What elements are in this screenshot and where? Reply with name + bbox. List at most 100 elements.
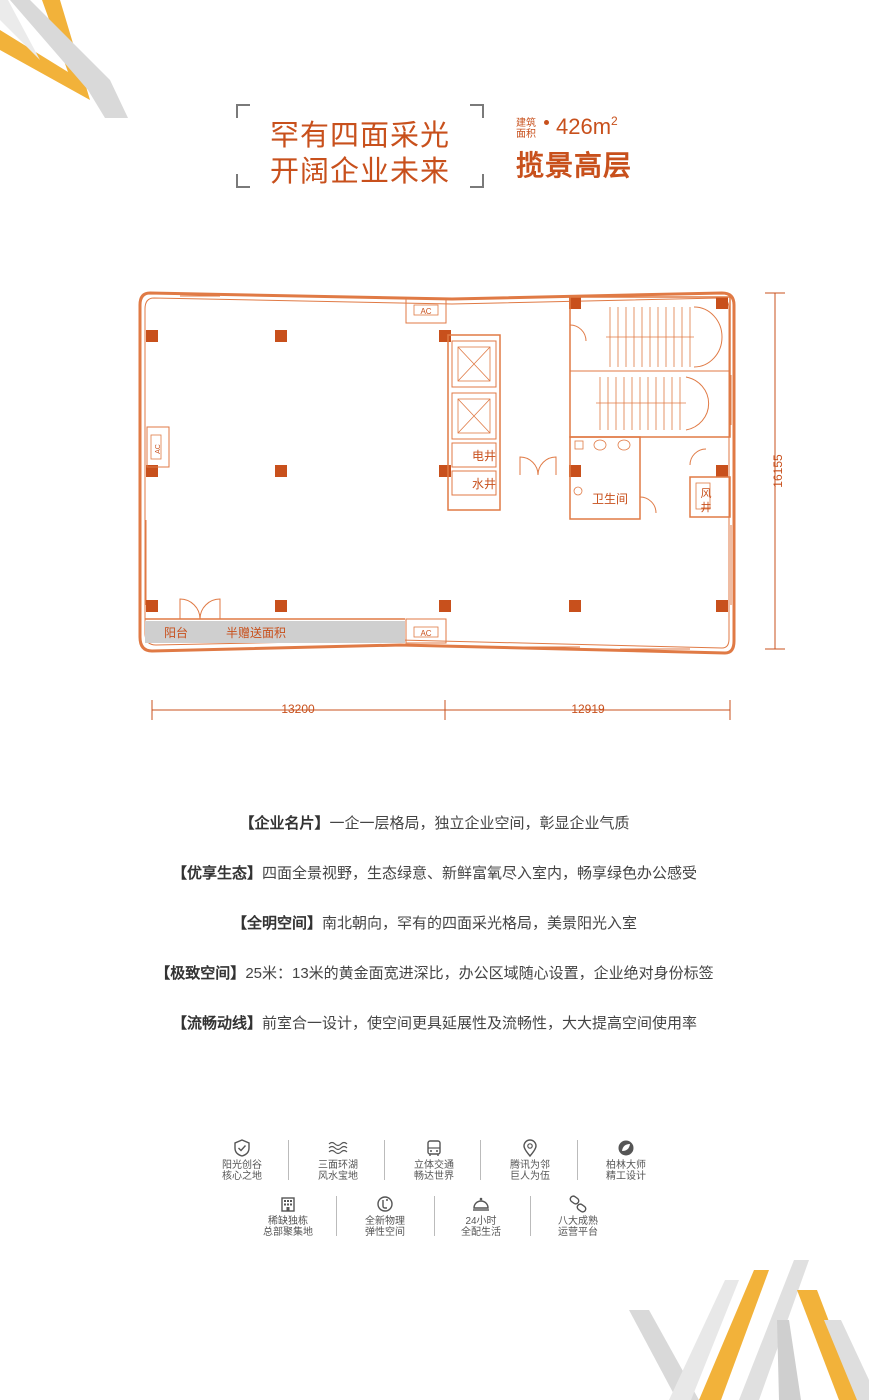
highlight-item: 三面环湖 风水宝地 [298, 1138, 378, 1182]
bracket-bottom-right [470, 174, 484, 188]
stairwell [569, 296, 731, 438]
elec-shaft-label: 电井 [472, 449, 496, 463]
elevator-2 [451, 392, 497, 440]
flexible-space-icon [377, 1196, 393, 1212]
balcony-door [179, 598, 221, 620]
area-unit: m [592, 114, 612, 139]
divider [577, 1140, 578, 1180]
ac-unit-top [405, 298, 447, 324]
feature-item: 【流畅动线】前室合一设计，使空间更具延展性及流畅性，大大提高空间使用率 [0, 1012, 869, 1033]
highlight-line-2: 核心之地 [222, 1171, 262, 1182]
dimension-left-width: 13200 [281, 702, 315, 716]
ac-label-top: AC [420, 307, 431, 316]
highlight-line-1: 三面环湖 [318, 1160, 358, 1171]
area-dot [544, 120, 549, 125]
highlight-line-2: 全配生活 [461, 1227, 501, 1238]
half-area-label: 半赠送面积 [226, 625, 286, 640]
headline-line-2: 开阔企业未来 [269, 156, 450, 188]
inner-wall [144, 297, 730, 649]
corner-stripes-bottom-right [629, 1260, 869, 1400]
stair-treads-top [606, 307, 694, 367]
area-tagline: 揽景高层 [516, 150, 633, 181]
elec-shaft [451, 442, 497, 468]
bracket-top-right [470, 104, 484, 118]
feature-text: 前室合一设计，使空间更具延展性及流畅性，大大提高空间使用率 [262, 1015, 698, 1032]
area-unit-power: 2 [611, 114, 618, 128]
highlight-item: 全新物理 弹性空间 [345, 1194, 425, 1238]
highlight-line-1: 腾讯为邻 [510, 1160, 550, 1171]
feature-title: 【全明空间】 [231, 915, 322, 932]
highlights-icon-grid: 阳光创谷 核心之地 三面环湖 风水宝地 立体交通 畅达世界 腾讯为邻 巨人为伍 … [0, 1132, 869, 1252]
feature-title: 【极致空间】 [155, 965, 246, 982]
highlight-line-1: 全新物理 [365, 1216, 405, 1227]
highlight-line-2: 精工设计 [606, 1171, 646, 1182]
water-shaft-label: 水井 [472, 477, 496, 491]
highlight-line-2: 弹性空间 [365, 1227, 405, 1238]
divider [288, 1140, 289, 1180]
link-icon [569, 1195, 587, 1213]
feature-text: 一企一层格局，独立企业空间，彰显企业气质 [329, 815, 630, 832]
structural-columns [146, 297, 728, 612]
feature-title: 【流畅动线】 [171, 1015, 262, 1032]
dimension-depth: 16155 [771, 454, 785, 488]
ac-unit-bottom [405, 618, 447, 644]
lobby-door [519, 456, 557, 476]
dining-cloche-icon [473, 1197, 489, 1211]
highlight-line-1: 八大成熟 [558, 1216, 598, 1227]
highlight-item: 阳光创谷 核心之地 [202, 1138, 282, 1182]
highlight-line-1: 柏林大师 [606, 1160, 646, 1171]
highlight-line-1: 稀缺独栋 [268, 1216, 308, 1227]
highlight-item: 稀缺独栋 总部聚集地 [248, 1194, 328, 1238]
ac-label-left: AC [155, 444, 162, 454]
highlight-item: 柏林大师 精工设计 [586, 1138, 666, 1182]
feature-item: 【企业名片】一企一层格局，独立企业空间，彰显企业气质 [0, 812, 869, 833]
feature-item: 【全明空间】南北朝向，罕有的四面采光格局，美景阳光入室 [0, 912, 869, 933]
area-label-top: 建筑 [516, 118, 536, 129]
core-wall [447, 334, 501, 511]
highlight-item: 八大成熟 运营平台 [538, 1194, 618, 1238]
highlight-line-2: 风水宝地 [318, 1171, 358, 1182]
area-label: 建筑 面积 [516, 118, 544, 140]
elevator-1 [451, 340, 497, 388]
location-pin-icon [523, 1139, 537, 1158]
highlight-item: 24小时 全配生活 [441, 1194, 521, 1238]
highlight-line-2: 畅达世界 [414, 1171, 454, 1182]
divider [336, 1196, 337, 1236]
area-label-bottom: 面积 [516, 129, 536, 140]
air-shaft-label-2: 井 [701, 500, 712, 514]
balcony-label: 阳台 [164, 625, 188, 640]
highlight-line-2: 运营平台 [558, 1227, 598, 1238]
feature-text: 25米：13米的黄金面宽进深比，办公区域随心设置，企业绝对身份标签 [245, 965, 714, 982]
floor-plan: 阳台 半赠送面积 AC AC AC 电井 [138, 291, 785, 720]
feature-item: 【优享生态】四面全景视野，生态绿意、新鲜富氧尽入室内，畅享绿色办公感受 [0, 862, 869, 883]
air-shaft-label-1: 风 [701, 487, 712, 500]
feature-text: 南北朝向，罕有的四面采光格局，美景阳光入室 [322, 915, 638, 932]
stair-treads-bottom [596, 377, 686, 430]
highlight-line-1: 立体交通 [414, 1160, 454, 1171]
highlight-line-1: 24小时 [465, 1216, 497, 1227]
divider [530, 1196, 531, 1236]
bus-icon [427, 1140, 441, 1156]
corner-stripes-top-left [0, 0, 128, 118]
area-block: 建筑 面积 426m2 揽景高层 [516, 114, 656, 194]
highlight-line-1: 阳光创谷 [222, 1160, 262, 1171]
feature-text: 四面全景视野，生态绿意、新鲜富氧尽入室内，畅享绿色办公感受 [262, 865, 698, 882]
air-shaft [689, 476, 731, 518]
waves-icon [328, 1141, 348, 1155]
divider [384, 1140, 385, 1180]
outer-wall [138, 291, 736, 655]
feature-title: 【优享生态】 [171, 865, 262, 882]
building-icon [281, 1197, 295, 1212]
highlight-item: 立体交通 畅达世界 [394, 1138, 474, 1182]
highlight-line-2: 巨人为伍 [510, 1171, 550, 1182]
divider [480, 1140, 481, 1180]
balcony-area [145, 621, 405, 643]
feature-item: 【极致空间】25米：13米的黄金面宽进深比，办公区域随心设置，企业绝对身份标签 [0, 962, 869, 983]
toilet-label: 卫生间 [592, 492, 628, 506]
area-number: 426 [556, 114, 593, 139]
bracket-top-left [236, 104, 250, 118]
divider [434, 1196, 435, 1236]
toilet-room [569, 436, 641, 520]
headline-line-1: 罕有四面采光 [269, 120, 450, 152]
dimension-right-width: 12919 [571, 702, 605, 716]
